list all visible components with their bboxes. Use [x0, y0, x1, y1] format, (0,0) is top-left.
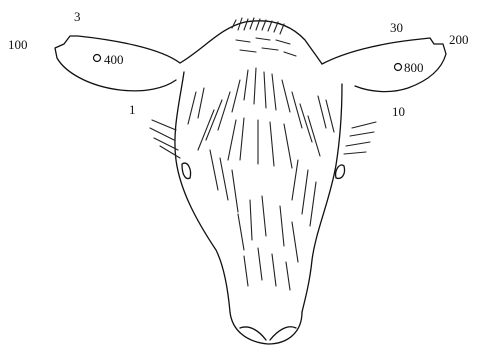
face-right-outline [302, 84, 342, 312]
face-left-outline [175, 72, 230, 312]
hair-stroke [210, 150, 218, 190]
label-right-ear-base: 10 [392, 104, 405, 119]
hair-stroke [232, 170, 238, 212]
hair-stroke [284, 52, 296, 56]
label-left-ear-spot: 400 [104, 52, 124, 67]
hair-stroke [256, 38, 270, 40]
hair-stroke [240, 50, 256, 52]
hair-stroke [264, 72, 266, 108]
hair-stroke [218, 92, 230, 130]
hair-stroke [220, 158, 228, 200]
hair-stroke [244, 19, 248, 30]
hair-stroke [206, 100, 222, 140]
hair-stroke [352, 122, 376, 128]
hair-stroke [318, 96, 326, 128]
left-ear-spot-marker [94, 55, 101, 62]
hair-stroke [272, 254, 276, 286]
hair-stroke [238, 214, 244, 250]
hair-stroke [236, 40, 250, 42]
hair-strokes [150, 18, 376, 290]
hair-stroke [250, 200, 252, 240]
hair-stroke [160, 146, 180, 158]
label-right-ear-spot: 800 [404, 60, 424, 75]
hair-stroke [272, 74, 276, 110]
label-right-ear-tip: 200 [449, 32, 469, 47]
nose-right [270, 327, 296, 340]
hair-stroke [270, 122, 274, 166]
hair-stroke [244, 70, 248, 100]
hair-stroke [262, 196, 266, 236]
left-eye [182, 163, 191, 178]
hair-stroke [292, 160, 298, 200]
hair-stroke [292, 222, 298, 262]
label-right-ear-top: 30 [390, 20, 403, 35]
hair-stroke [284, 124, 292, 168]
hair-stroke [244, 256, 248, 286]
label-left-ear-tip: 100 [8, 37, 28, 52]
hair-stroke [268, 21, 272, 31]
label-left-ear-top: 3 [74, 9, 81, 24]
hair-stroke [228, 120, 236, 160]
hair-stroke [326, 100, 334, 132]
hair-stroke [250, 18, 254, 29]
hair-stroke [280, 24, 284, 34]
right-ear-outline [322, 38, 446, 92]
hair-stroke [280, 206, 284, 246]
hair-stroke [198, 110, 214, 150]
nose-left [240, 327, 266, 340]
hair-stroke [152, 120, 176, 130]
hair-stroke [344, 152, 366, 154]
hair-stroke [262, 48, 278, 50]
hair-stroke [310, 182, 316, 226]
hair-stroke [350, 132, 374, 136]
hair-stroke [254, 68, 256, 104]
hair-stroke [198, 88, 204, 118]
hair-stroke [232, 20, 236, 28]
hair-stroke [286, 262, 290, 290]
right-eye [336, 165, 345, 178]
hair-stroke [292, 92, 302, 128]
hair-stroke [282, 80, 290, 112]
hair-stroke [232, 80, 240, 112]
right-ear-spot-marker [395, 64, 402, 71]
hair-stroke [258, 248, 262, 280]
hair-stroke [276, 40, 290, 44]
label-left-ear-base: 1 [129, 102, 136, 117]
hair-stroke [346, 142, 370, 146]
hair-stroke [188, 92, 196, 124]
hair-stroke [274, 22, 278, 32]
hair-stroke [302, 170, 308, 214]
hair-stroke [240, 118, 244, 160]
